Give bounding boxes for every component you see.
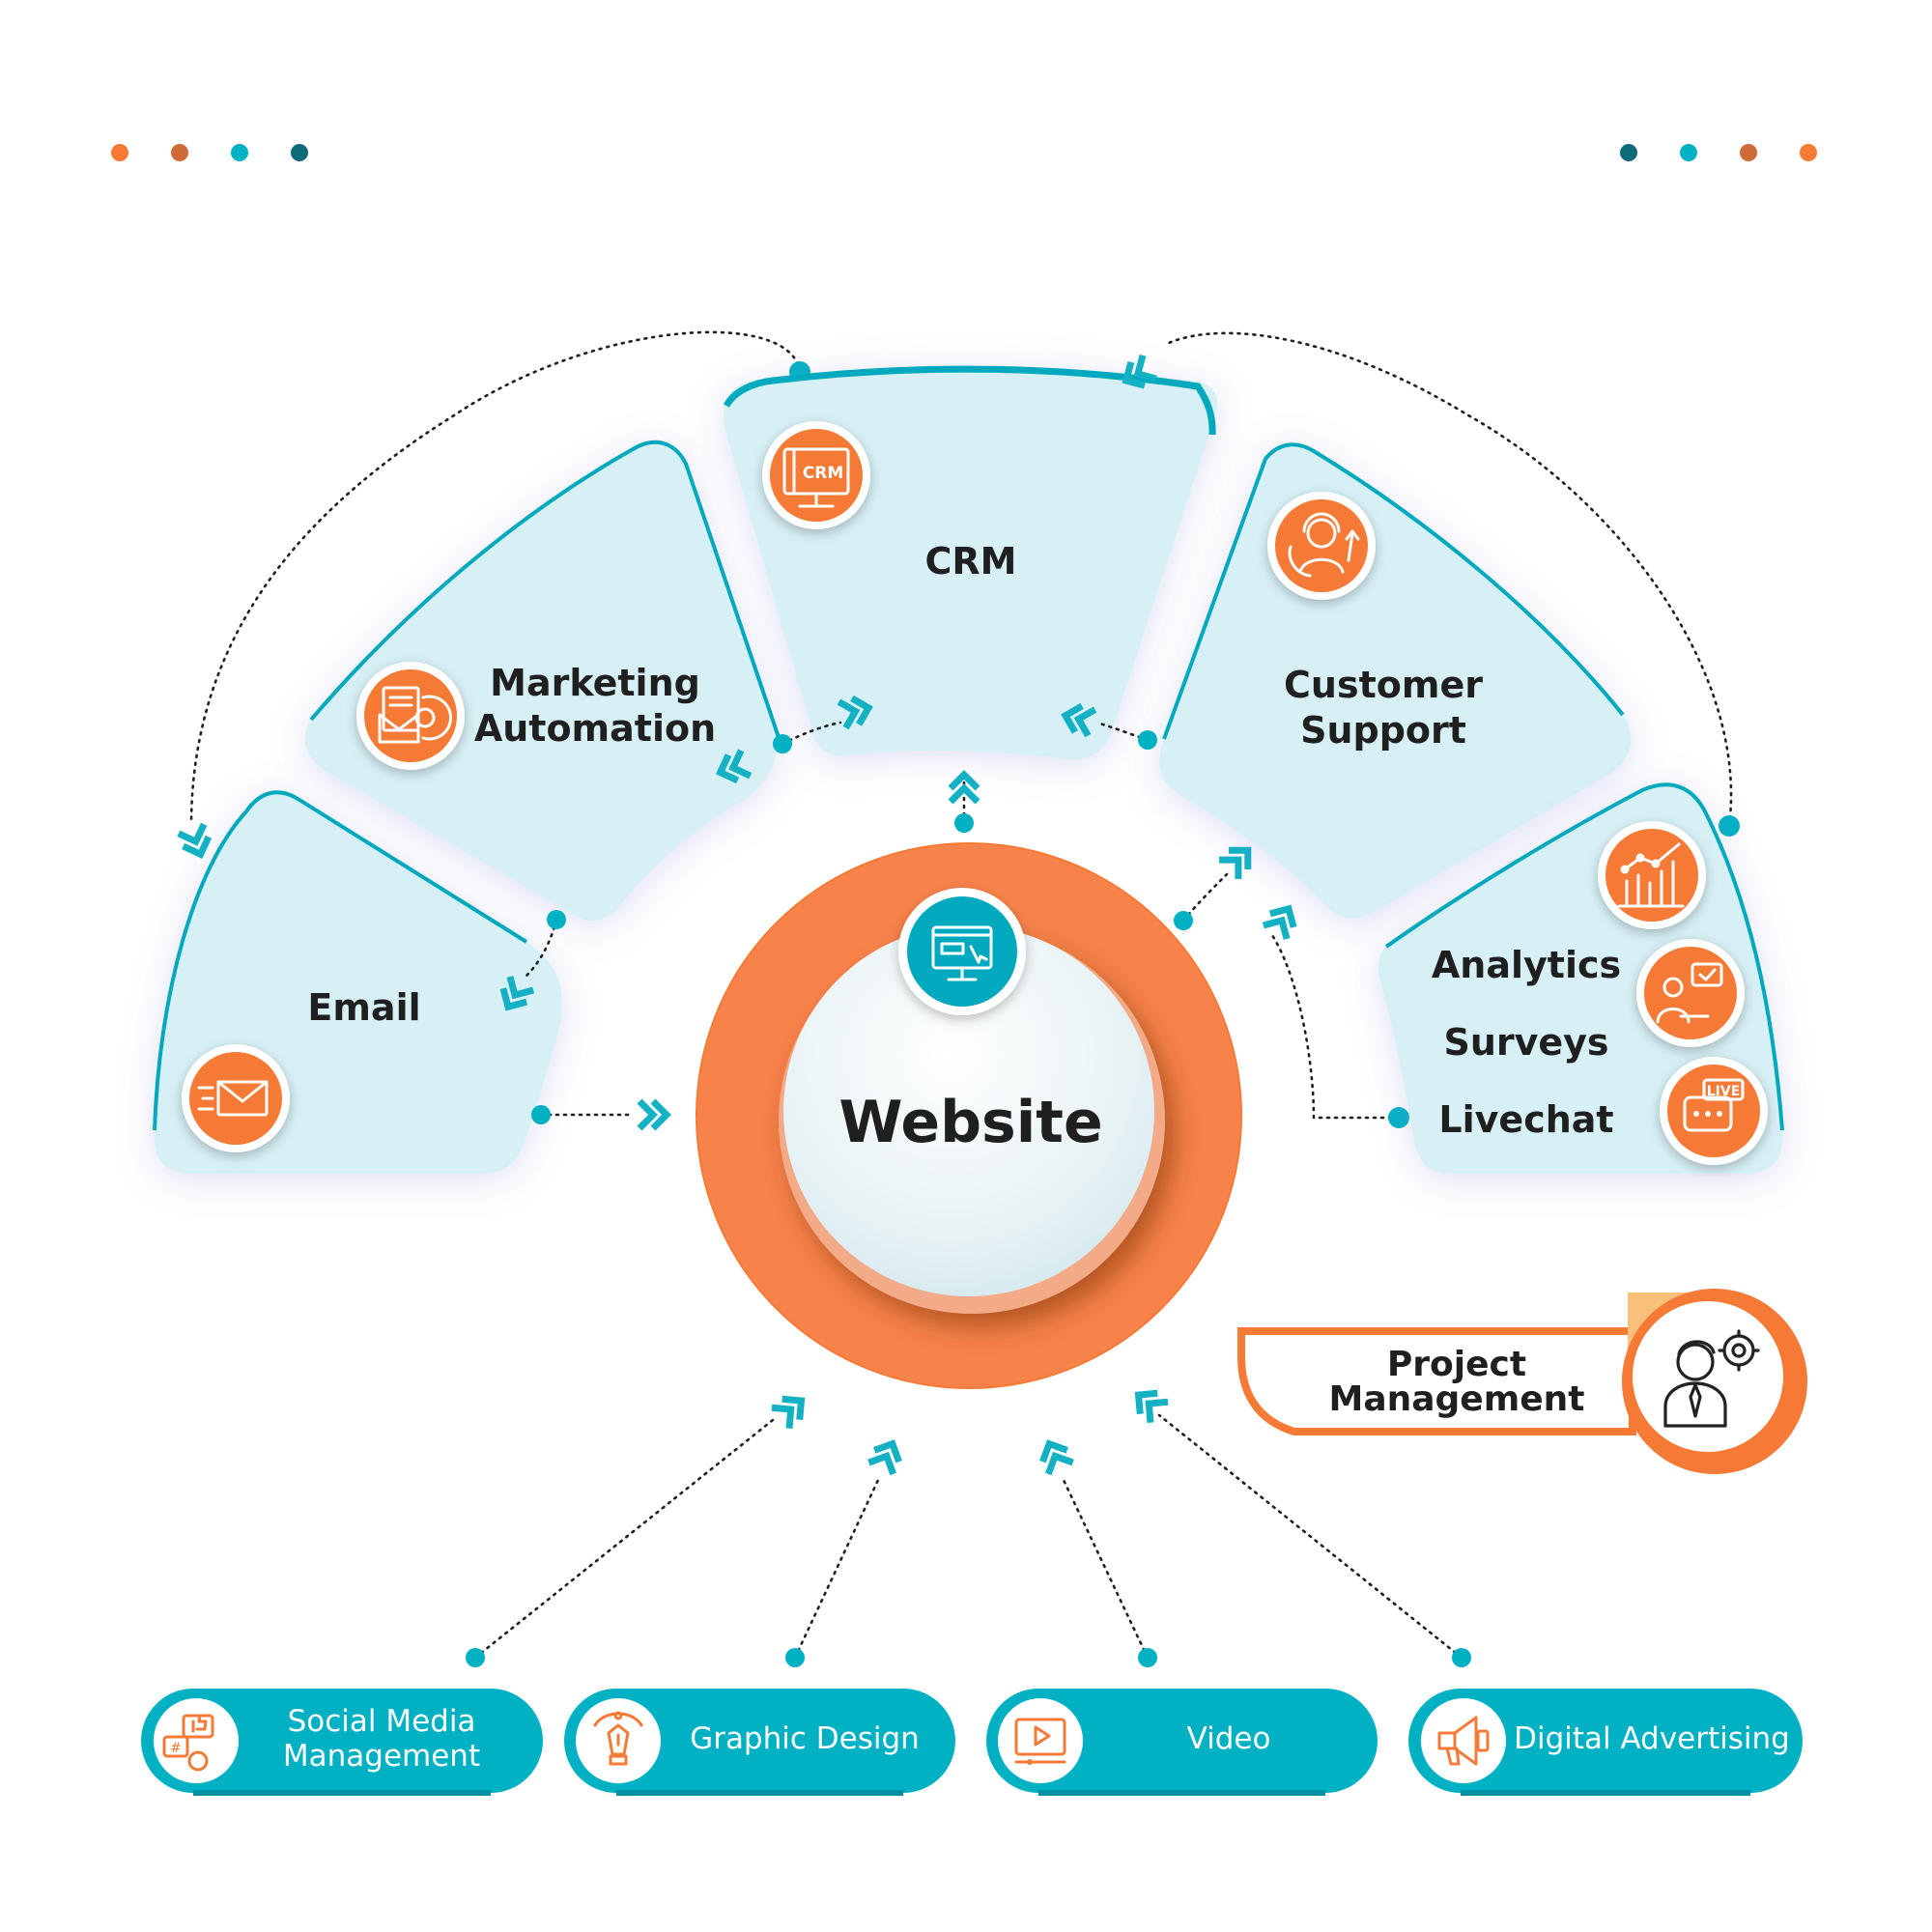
service-connectors (466, 1413, 1471, 1667)
website-hub[interactable]: Website (696, 842, 1242, 1389)
project-management-line2: Management (1329, 1379, 1585, 1419)
social-media-label-line1: Social Media (288, 1704, 476, 1739)
video-player-icon (1014, 1718, 1066, 1765)
email-label: Email (307, 986, 420, 1029)
marketing-label-line1: Marketing (490, 662, 700, 704)
marketing-automation-icon (356, 662, 465, 770)
analytics-chart-icon (1598, 821, 1706, 929)
website-label: Website (838, 1089, 1102, 1156)
pen-tool-icon (593, 1711, 643, 1766)
service-digital-advertising[interactable]: Digital Advertising (1408, 1689, 1803, 1796)
video-label: Video (1187, 1721, 1271, 1756)
livechat-label: Livechat (1438, 1098, 1613, 1141)
crm-icon-text: CRM (803, 464, 843, 483)
analytics-label: Analytics (1432, 944, 1621, 986)
crm-monitor-icon: CRM (762, 421, 870, 529)
surveys-label: Surveys (1443, 1021, 1608, 1064)
support-label-line2: Support (1300, 709, 1466, 752)
service-video[interactable]: Video (986, 1689, 1378, 1796)
support-label-line1: Customer (1284, 664, 1483, 706)
digital-advertising-label: Digital Advertising (1514, 1721, 1790, 1756)
email-icon (182, 1044, 290, 1152)
crm-label: CRM (925, 540, 1017, 582)
project-management-callout[interactable]: Project Management (1237, 1289, 1807, 1474)
service-social-media[interactable]: # Social Media Management (141, 1689, 543, 1796)
decorative-dots-right (1620, 144, 1817, 161)
flow-chevrons-inner (177, 354, 1297, 1131)
graphic-design-label: Graphic Design (690, 1721, 920, 1756)
social-media-label-line2: Management (283, 1739, 480, 1774)
project-management-line1: Project (1387, 1345, 1526, 1384)
live-icon-text: LIVE (1707, 1084, 1741, 1099)
project-manager-icon (1663, 1329, 1760, 1428)
decorative-dots-left (111, 144, 308, 161)
segment-marketing-automation[interactable] (304, 440, 784, 922)
website-browser-icon (898, 888, 1026, 1015)
svg-text:#: # (170, 1741, 182, 1756)
inner-connectors (525, 721, 1229, 1124)
megaphone-icon (1437, 1716, 1490, 1766)
customer-support-icon (1267, 492, 1376, 600)
livechat-icon: LIVE (1660, 1057, 1768, 1165)
survey-feedback-icon (1636, 939, 1745, 1047)
service-graphic-design[interactable]: Graphic Design (564, 1689, 955, 1796)
marketing-label-line2: Automation (474, 707, 716, 750)
flow-chevrons-services (771, 1389, 1169, 1476)
social-media-icon: # (162, 1714, 214, 1772)
